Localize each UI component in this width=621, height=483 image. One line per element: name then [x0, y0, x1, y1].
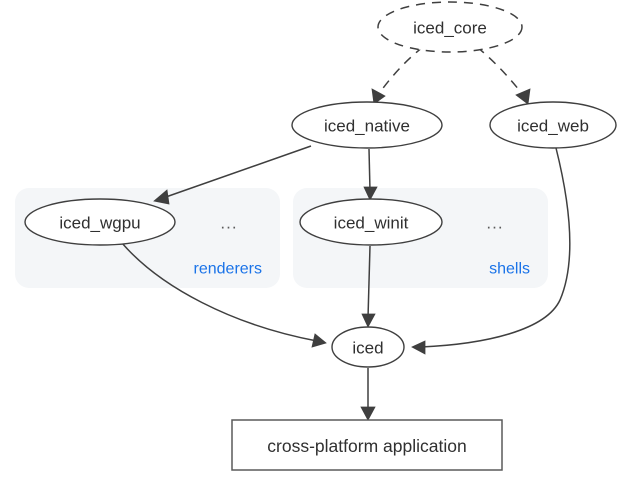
edge-iced-core-to-iced-web-line — [476, 46, 524, 96]
edge-iced-native-to-iced-wgpu-line — [162, 145, 312, 199]
edge-iced-to-application-arrow — [360, 406, 376, 421]
edge-iced-core-to-iced-web-arrow — [515, 88, 531, 105]
node-iced-winit-shape[interactable] — [299, 198, 443, 246]
edge-iced-native-to-iced-winit-line — [368, 148, 371, 192]
edge-iced-native-to-iced-wgpu-arrow — [153, 189, 170, 205]
node-cross-platform-application-label: cross-platform application — [267, 436, 466, 456]
cluster-shells-ellipsis: ... — [486, 214, 503, 233]
node-iced-web[interactable]: iced_web — [489, 101, 617, 149]
node-iced-native-shape[interactable] — [291, 101, 443, 149]
edge-iced-web-to-iced-arrow — [411, 340, 426, 355]
node-cross-platform-application[interactable]: cross-platform application — [231, 419, 503, 471]
node-iced-wgpu[interactable]: iced_wgpu — [24, 198, 176, 246]
edge-iced-core-to-iced-native-line — [377, 46, 424, 96]
node-iced-native[interactable]: iced_native — [291, 101, 443, 149]
edge-iced-wgpu-to-iced — [121, 242, 327, 348]
edge-iced-native-to-iced-winit-arrow — [363, 186, 378, 201]
node-iced-core-label: iced_core — [413, 19, 487, 38]
edge-iced-core-to-iced-native-arrow — [371, 88, 386, 105]
edge-iced-core-to-iced-web — [476, 46, 531, 105]
node-iced-label: iced — [352, 339, 383, 358]
node-iced-web-shape[interactable] — [489, 101, 617, 149]
edge-iced-wgpu-to-iced-arrow — [311, 333, 327, 348]
node-iced-winit-label: iced_winit — [334, 214, 409, 233]
node-iced-core[interactable]: iced_core — [377, 1, 523, 53]
node-iced[interactable]: iced — [331, 326, 405, 368]
edge-iced-winit-to-iced — [361, 245, 376, 328]
node-iced-web-label: iced_web — [517, 117, 589, 136]
cluster-renderers-ellipsis: ... — [220, 214, 237, 233]
edge-iced-winit-to-iced-arrow — [361, 313, 376, 328]
edge-iced-native-to-iced-wgpu — [153, 145, 312, 205]
node-iced-wgpu-label: iced_wgpu — [59, 214, 140, 233]
cluster-renderers-label: renderers — [194, 261, 262, 278]
edge-iced-native-to-iced-winit — [363, 148, 378, 201]
edge-iced-winit-to-iced-line — [367, 245, 371, 319]
node-iced-wgpu-shape[interactable] — [24, 198, 176, 246]
edge-iced-wgpu-to-iced-line — [121, 242, 318, 342]
cluster-shells-label: shells — [489, 261, 530, 278]
edge-iced-web-to-iced-line — [420, 147, 571, 348]
node-iced-winit[interactable]: iced_winit — [299, 198, 443, 246]
node-iced-core-shape[interactable] — [377, 1, 523, 53]
node-iced-native-label: iced_native — [324, 117, 410, 136]
edge-iced-web-to-iced — [411, 147, 571, 355]
edge-iced-core-to-iced-native — [371, 46, 424, 105]
edge-iced-to-application — [360, 368, 376, 421]
node-iced-shape[interactable] — [331, 326, 405, 368]
node-cross-platform-application-shape[interactable] — [231, 419, 503, 471]
